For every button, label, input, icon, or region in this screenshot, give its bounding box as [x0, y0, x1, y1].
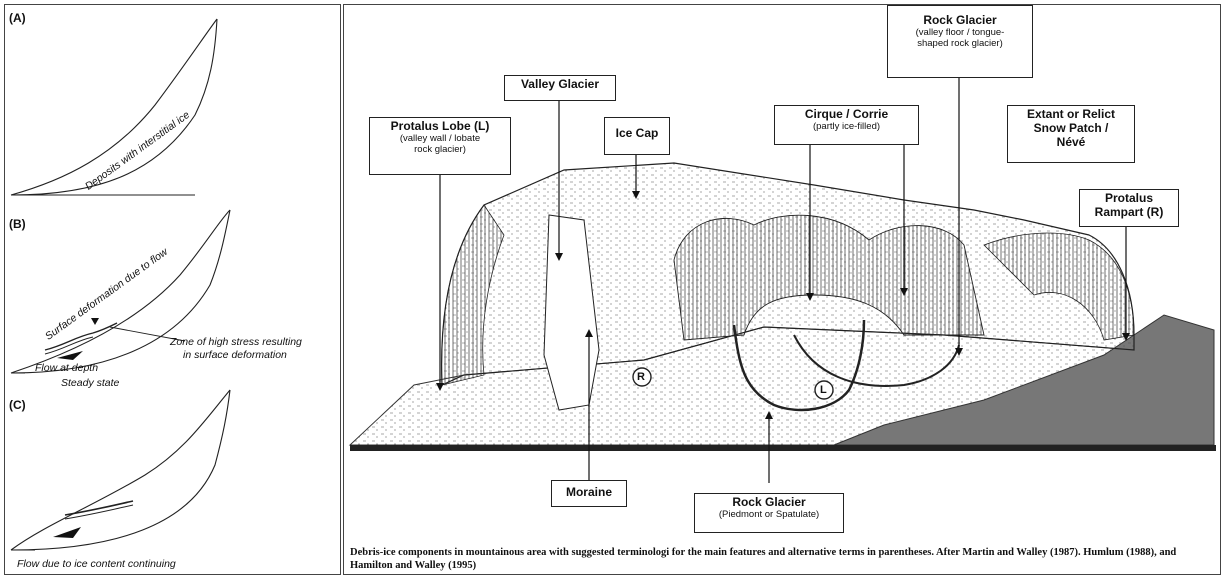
panel-b-label: (B)	[9, 217, 26, 231]
callout-protalus-lobe-title: Protalus Lobe (L)	[374, 120, 506, 134]
callout-rock-glacier-bottom-title: Rock Glacier	[699, 496, 839, 510]
callout-moraine-title: Moraine	[556, 486, 622, 500]
callout-ice-cap: Ice Cap	[604, 117, 670, 155]
marker-r-label: R	[637, 371, 645, 383]
panel-b-zone-line2: in surface deformation	[183, 349, 287, 361]
callout-protalus-lobe: Protalus Lobe (L) (valley wall / lobate …	[369, 117, 511, 175]
callout-rock-glacier-bottom-sub: (Piedmont or Spatulate)	[699, 510, 839, 521]
callout-moraine: Moraine	[551, 480, 627, 507]
sketch-c-arrow	[53, 527, 81, 538]
callout-valley-glacier: Valley Glacier	[504, 75, 616, 101]
callout-cirque-title: Cirque / Corrie	[779, 108, 914, 122]
base-bar	[350, 445, 1216, 451]
figure-caption: Debris-ice components in mountainous are…	[350, 546, 1216, 572]
callout-ice-cap-title: Ice Cap	[609, 127, 665, 141]
callout-rock-glacier-bottom: Rock Glacier (Piedmont or Spatulate)	[694, 493, 844, 533]
panel-a-label: (A)	[9, 11, 26, 25]
callout-snow-patch: Extant or Relict Snow Patch / Névé	[1007, 105, 1135, 163]
sketch-b-arrow	[57, 351, 83, 360]
panel-c-label: (C)	[9, 398, 26, 412]
sketch-c-slope	[11, 390, 230, 550]
callout-rock-glacier-top: Rock Glacier (valley floor / tongue- sha…	[887, 5, 1033, 78]
callout-protalus-rampart-line2: Rampart (R)	[1084, 206, 1174, 220]
panel-b-flow-label: Flow at depth	[35, 362, 98, 374]
callout-cirque: Cirque / Corrie (partly ice-filled)	[774, 105, 919, 145]
callout-protalus-rampart: Protalus Rampart (R)	[1079, 189, 1179, 227]
callout-snow-patch-line1: Extant or Relict	[1012, 108, 1130, 122]
panel-b-zone-line1: Zone of high stress resulting	[170, 336, 302, 348]
callout-valley-glacier-title: Valley Glacier	[509, 78, 611, 92]
callout-cirque-sub: (partly ice-filled)	[779, 122, 914, 133]
slope-sketches	[5, 5, 342, 576]
callout-rock-glacier-top-sub2: shaped rock glacier)	[892, 39, 1028, 50]
panel-b-steady-label: Steady state	[61, 377, 119, 389]
callout-rock-glacier-top-title: Rock Glacier	[892, 14, 1028, 28]
callout-protalus-rampart-line1: Protalus	[1084, 192, 1174, 206]
sketch-b-marker	[91, 318, 99, 325]
callout-protalus-lobe-sub2: rock glacier)	[374, 145, 506, 156]
panel-c-text: Flow due to ice content continuing	[17, 558, 176, 570]
landform-diagram-panel: R L Valley Glacier Ice Cap Protalus Lobe…	[343, 4, 1221, 575]
slope-sketch-panel: (A) Deposits with interstitial ice (B) S…	[4, 4, 341, 575]
callout-snow-patch-line3: Névé	[1012, 136, 1130, 150]
callout-snow-patch-line2: Snow Patch /	[1012, 122, 1130, 136]
mountain-landscape	[344, 5, 1222, 576]
marker-l-label: L	[820, 384, 827, 396]
